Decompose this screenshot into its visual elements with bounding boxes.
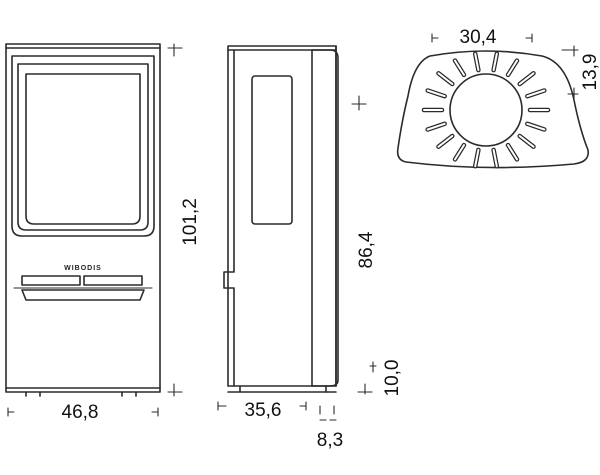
front-glass [25, 73, 141, 225]
vent-slot-inner [526, 122, 546, 131]
drawer-handle-left [21, 275, 81, 286]
front-door-frame [17, 63, 149, 231]
dim-front-width: 46,8 [7, 402, 159, 423]
vent-slot-inner [518, 72, 535, 85]
top-view [396, 50, 590, 169]
vent-slot-inner [437, 135, 454, 148]
side-back-edge [223, 49, 235, 387]
dim-rear-offset: 8,3 [317, 405, 343, 451]
dim-flue-width: 30,4 [431, 27, 533, 48]
side-body-outline [227, 45, 337, 387]
vent-slot-inner [492, 52, 498, 72]
total-height-label: 101,2 [180, 198, 201, 246]
vent-slot-inner [426, 122, 446, 131]
vent-slot-inner [454, 144, 465, 161]
side-view [223, 45, 339, 393]
rear-offset-label: 8,3 [317, 430, 343, 451]
vent-slot-inner [507, 59, 518, 76]
front-body-outline [5, 43, 161, 393]
dim-side-height: 86,4 [351, 95, 377, 268]
front-door-outline [11, 55, 155, 237]
dim-total-height: 101,2 [167, 43, 201, 397]
vent-slot-inner [437, 72, 454, 85]
top-outline [396, 50, 590, 169]
flue-offset-label: 13,9 [580, 54, 600, 91]
dim-flue-offset: 13,9 [561, 45, 600, 99]
front-drawer-tray [21, 289, 145, 301]
vent-slot-inner [507, 144, 518, 161]
vent-slot-inner [518, 135, 535, 148]
vent-slot-inner [474, 148, 480, 168]
front-width-label: 46,8 [62, 402, 99, 423]
brand-logo: WIBODIS [64, 265, 102, 272]
base-height-label: 10,0 [382, 360, 403, 397]
dim-side-depth: 35,6 [217, 400, 307, 421]
vent-slot-inner [526, 89, 546, 98]
drawer-handle-right [83, 275, 143, 286]
front-view: WIBODIS [5, 43, 161, 397]
vent-slots [421, 51, 551, 169]
vent-slot-inner [454, 59, 465, 76]
side-glass [251, 75, 293, 225]
vent-slot-inner [492, 148, 498, 168]
side-height-label: 86,4 [356, 231, 377, 268]
flue-width-label: 30,4 [460, 27, 497, 48]
vent-slot-inner [426, 89, 446, 98]
dim-base-height: 10,0 [357, 360, 403, 397]
flue-collar [449, 73, 523, 147]
vent-slot-inner [474, 52, 480, 72]
side-depth-label: 35,6 [245, 400, 282, 421]
side-front-panel [311, 49, 339, 387]
